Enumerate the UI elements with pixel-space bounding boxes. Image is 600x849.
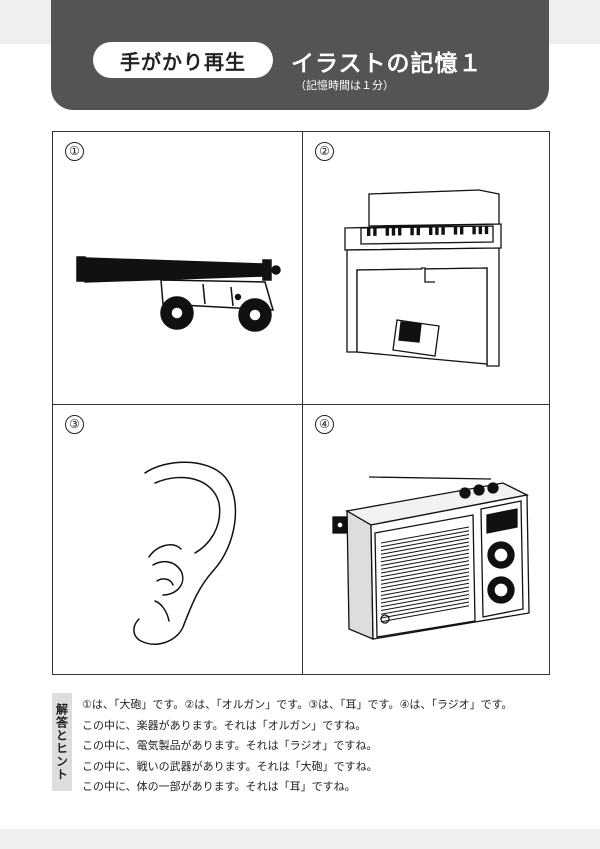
organ-black-key <box>367 228 371 236</box>
radio-grille-line <box>380 594 470 611</box>
radio-grille-line <box>380 601 470 619</box>
organ-black-key <box>435 226 439 235</box>
organ-black-key <box>385 227 389 236</box>
radio-grille-line <box>380 556 470 574</box>
cannon-icon <box>76 256 281 332</box>
radio-grille-line <box>380 579 470 596</box>
illustration-cell-2: ② <box>303 132 551 403</box>
radio-grille-line <box>380 545 470 563</box>
cell-number: ③ <box>65 415 84 434</box>
organ-black-key <box>429 227 433 235</box>
organ-black-key <box>441 226 445 235</box>
organ-black-key <box>391 227 396 236</box>
organ-black-key <box>373 227 377 236</box>
radio-grille-line <box>380 571 470 589</box>
organ-icon <box>344 189 502 367</box>
organ-black-key <box>460 226 464 235</box>
page-subtitle: （記憶時間は１分） <box>295 79 394 92</box>
radio-grille-line <box>380 537 470 555</box>
answer-line: この中に、電気製品があります。それは「ラジオ」ですね。 <box>82 739 378 752</box>
radio-grille-line <box>380 590 470 608</box>
answer-line: この中に、戦いの武器があります。それは「大砲」ですね。 <box>82 759 378 773</box>
organ-black-key <box>410 227 414 236</box>
category-badge: 手がかり再生 <box>93 42 273 78</box>
answer-lines: ①は、「大砲」です。②は、「オルガン」です。③は、「耳」です。④は、「ラジオ」で… <box>82 695 513 798</box>
radio-grille-line <box>380 530 470 548</box>
radio-grille-line <box>380 564 470 581</box>
radio-grille-line <box>380 567 470 585</box>
radio-grille-line <box>380 575 470 593</box>
illustration-grid: ① ② <box>52 131 550 675</box>
page-header: 手がかり再生 イラストの記憶１ （記憶時間は１分） <box>51 0 549 110</box>
organ-black-key <box>478 226 482 235</box>
answers-tag: 解答とヒント <box>52 693 72 791</box>
organ-black-key <box>398 227 402 236</box>
illustration-cell-4: ④ <box>303 405 551 676</box>
cell-number: ① <box>65 142 84 161</box>
ear-icon <box>133 461 237 645</box>
radio-grille-line <box>380 534 470 551</box>
radio-grille-line <box>380 597 470 615</box>
grid-divider-vertical <box>302 132 303 674</box>
radio-grille-line <box>380 552 470 570</box>
page-title: イラストの記憶１ <box>291 51 483 77</box>
radio-grille-line <box>380 582 470 600</box>
radio-grille-line <box>380 586 470 604</box>
radio-icon <box>332 476 530 640</box>
answer-line: この中に、楽器があります。それは「オルガン」ですね。 <box>82 718 367 732</box>
answer-line: ①は、「大砲」です。②は、「オルガン」です。③は、「耳」です。④は、「ラジオ」で… <box>82 698 513 711</box>
radio-grille-line <box>380 605 470 623</box>
illustration-cell-3: ③ <box>53 405 301 676</box>
organ-black-key <box>484 226 489 235</box>
radio-grille-line <box>380 549 470 566</box>
radio-grille-line <box>380 560 470 578</box>
answer-line: この中に、体の一部があります。それは「耳」ですね。 <box>82 780 356 793</box>
bottom-band <box>0 829 600 849</box>
illustration-cell-1: ① <box>53 132 301 403</box>
organ-black-key <box>416 227 420 236</box>
cell-number: ② <box>315 142 334 161</box>
cell-number: ④ <box>315 415 334 434</box>
grid-divider-horizontal <box>53 404 549 405</box>
organ-black-key <box>472 226 476 235</box>
organ-black-key <box>453 226 458 235</box>
answers-section: 解答とヒント ①は、「大砲」です。②は、「オルガン」です。③は、「耳」です。④は… <box>52 693 550 793</box>
radio-grille-line <box>380 541 470 559</box>
radio-grille-line <box>380 526 470 544</box>
